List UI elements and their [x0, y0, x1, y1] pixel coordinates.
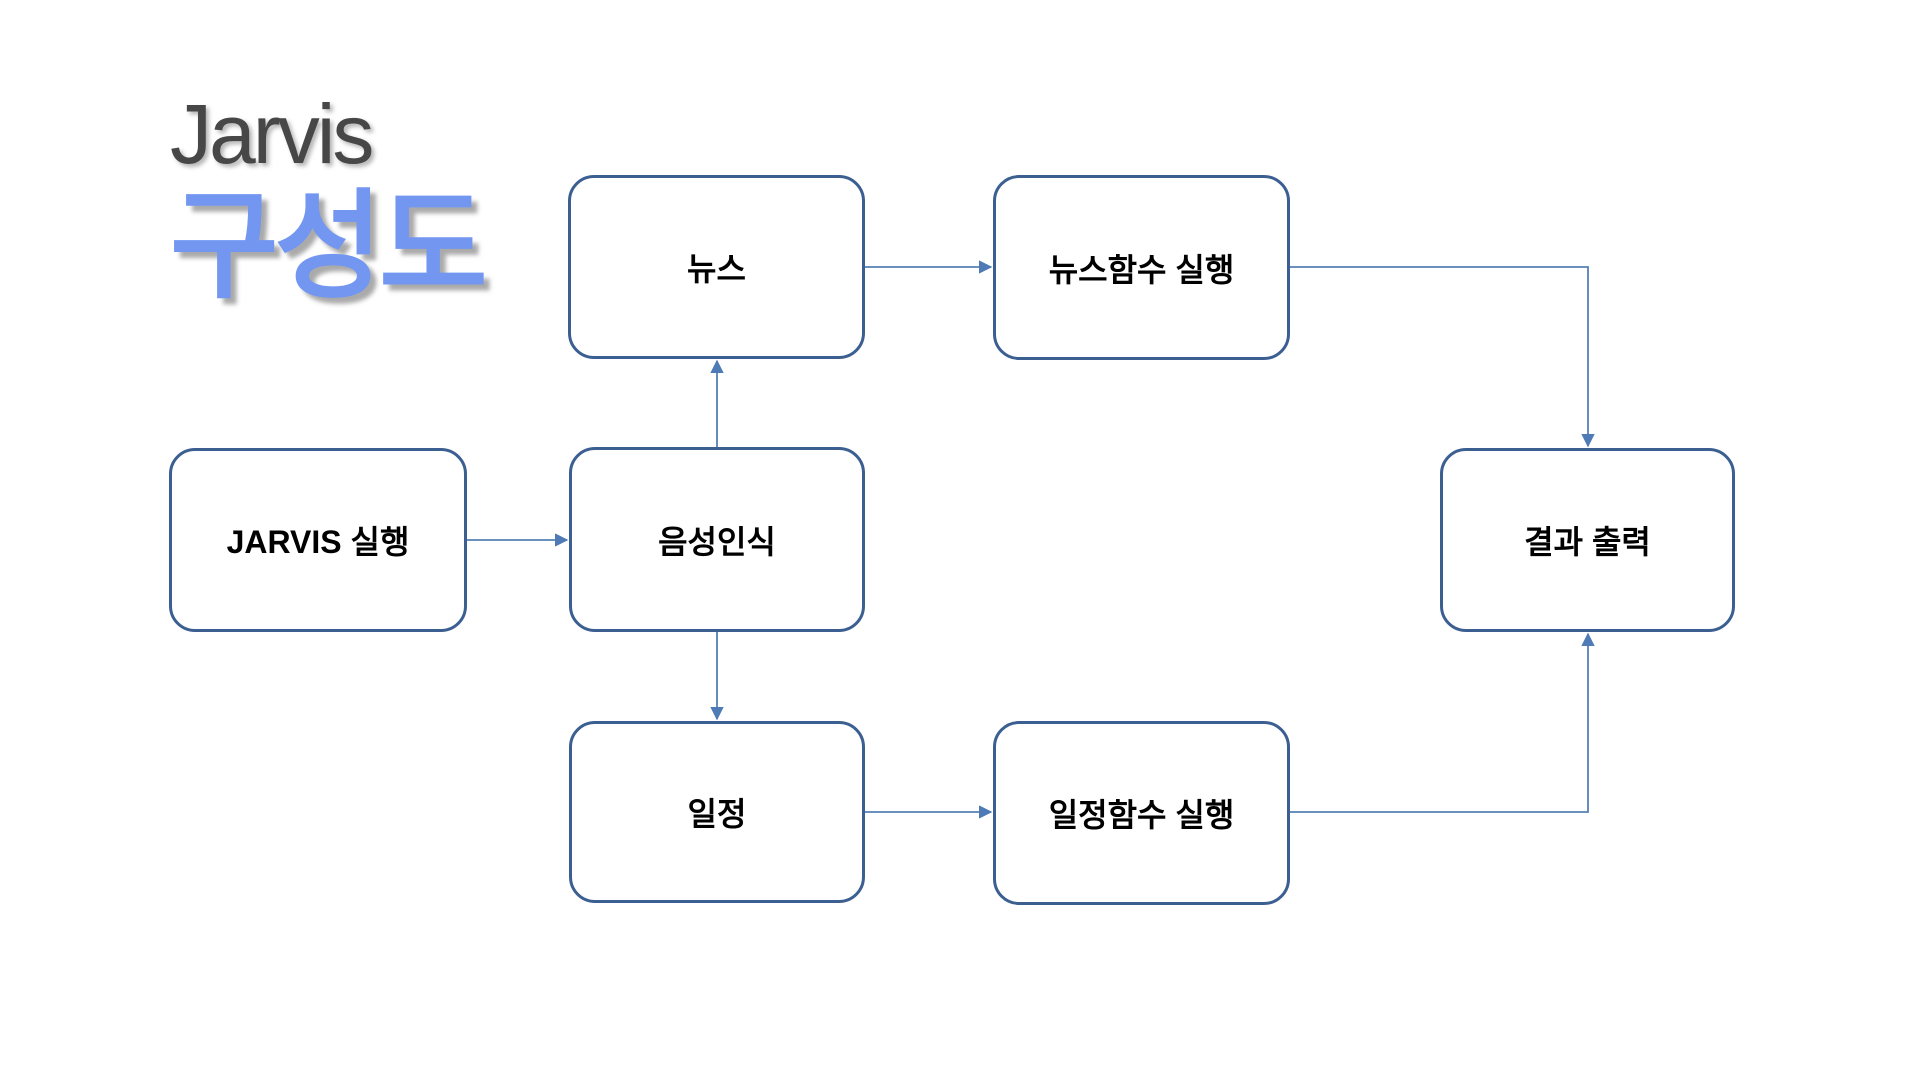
edge-newsfunc-result [1290, 266, 1595, 448]
node-news: 뉴스 [568, 175, 865, 359]
node-news-function-run: 뉴스함수 실행 [993, 175, 1290, 360]
node-result-output: 결과 출력 [1440, 448, 1735, 632]
node-jarvis-run-label: JARVIS 실행 [226, 524, 410, 560]
title-gusungdo: 구성도 [170, 181, 488, 313]
node-news-label: 뉴스 [687, 251, 746, 287]
title-jarvis: Jarvis [170, 87, 374, 181]
node-jarvis-run: JARVIS 실행 [169, 448, 467, 632]
node-schedule: 일정 [569, 721, 865, 903]
slide-title: Jarvis 구성도 [170, 87, 488, 313]
node-schedule-function-run-label: 일정함수 실행 [1048, 797, 1235, 833]
edge-schedulefunc-result [1290, 632, 1595, 813]
node-result-output-label: 결과 출력 [1524, 524, 1651, 560]
node-voice-recognition-label: 음성인식 [658, 523, 776, 560]
node-schedule-function-run: 일정함수 실행 [993, 721, 1290, 905]
node-news-function-run-label: 뉴스함수 실행 [1048, 251, 1235, 288]
node-voice-recognition: 음성인식 [569, 447, 865, 632]
node-schedule-label: 일정 [687, 796, 747, 832]
